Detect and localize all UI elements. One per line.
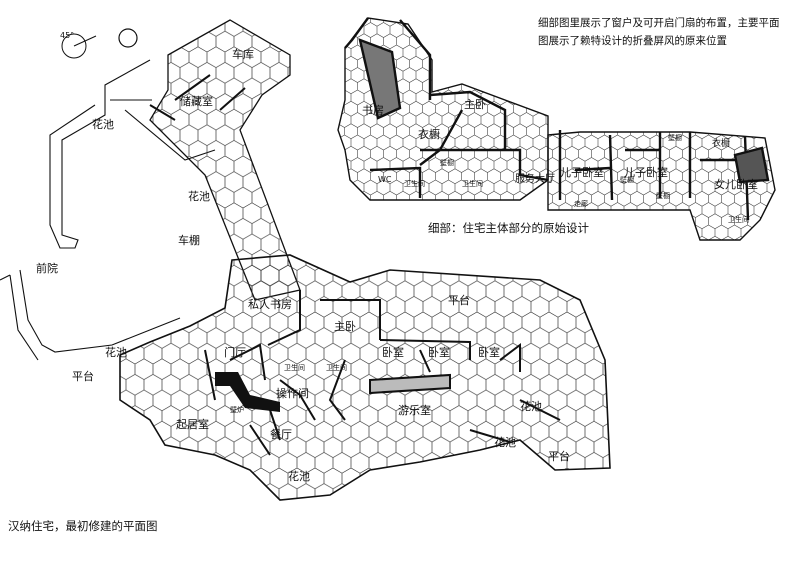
detail-label-cabinet-3: 壁橱 — [656, 191, 670, 200]
detail-label-cabinet-4: 壁橱 — [620, 175, 634, 184]
detail-label-bathroom-3: 卫生间 — [728, 215, 749, 224]
detail-label-daughter-bedroom: 女儿卧室 — [714, 177, 758, 191]
room-label-living-room: 起居室 — [176, 417, 209, 431]
room-label-foyer: 门厅 — [224, 345, 246, 359]
note-caption: 细部图里展示了窗户及可开启门扇的布置，主要平面图展示了赖特设计的折叠屏风的原来位… — [538, 17, 780, 47]
room-label-planter-6: 花池 — [288, 470, 310, 483]
fireplace-mass — [215, 372, 280, 412]
detail-label-closet-1: 衣橱 — [418, 127, 440, 141]
detail-label-son-bedroom-1: 儿子卧室 — [560, 165, 604, 179]
room-label-bathroom-1: 卫生间 — [284, 363, 305, 372]
detail-label-bathroom-2: 卫生间 — [462, 179, 483, 188]
room-label-dining-room: 餐厅 — [270, 427, 292, 441]
room-label-carport: 车棚 — [178, 233, 200, 247]
room-label-garage: 车库 — [232, 47, 254, 61]
room-label-bedroom-3: 卧室 — [478, 345, 500, 359]
room-label-bedroom-1: 卧室 — [382, 345, 404, 359]
main-plan-labels: 车库 储藏室 花池 花池 车棚 前院 平台 花池 私人书房 主卧 门厅 卫生间 … — [36, 47, 570, 483]
detail-label-study: 书房 — [362, 104, 384, 117]
room-label-terrace-1: 平台 — [72, 369, 94, 383]
room-label-bathroom-2: 卫生间 — [326, 363, 347, 372]
room-label-terrace-3: 平台 — [548, 449, 570, 463]
room-label-playroom: 游乐室 — [398, 403, 431, 417]
figure-caption: 汉纳住宅，最初修建的平面图 — [8, 519, 158, 533]
room-label-workspace: 操作间 — [276, 386, 309, 400]
main-house-body — [119, 254, 611, 501]
room-label-fireplace: 壁炉 — [230, 405, 244, 414]
room-label-study: 私人书房 — [248, 298, 292, 311]
detail-label-cabinet-2: 壁橱 — [668, 133, 682, 142]
north-arrow-icon — [61, 28, 138, 59]
detail-label-master-bedroom: 主卧 — [464, 98, 486, 111]
detail-label-son-bedroom-2: 儿子卧室 — [624, 165, 668, 179]
detail-label-closet-2: 衣橱 — [712, 137, 730, 149]
detail-label-wc: WC — [378, 175, 392, 184]
detail-label-cabinet-1: 壁橱 — [440, 158, 454, 167]
detail-label-corridor: 走廊 — [574, 199, 588, 208]
room-label-storage: 储藏室 — [180, 94, 213, 108]
room-label-front-yard: 前院 — [36, 261, 58, 275]
room-label-planter-4: 花池 — [520, 400, 542, 413]
detail-label-bathroom-1: 卫生间 — [404, 179, 425, 188]
room-label-planter-5: 花池 — [494, 436, 516, 449]
room-label-planter-1: 花池 — [92, 118, 114, 131]
detail-caption: 细部：住宅主体部分的原始设计 — [428, 221, 589, 235]
room-label-planter-2: 花池 — [188, 190, 210, 203]
detail-walls — [344, 17, 770, 221]
room-label-terrace-2: 平台 — [448, 293, 470, 307]
main-plan: 45° 车库 储藏室 — [0, 19, 611, 501]
detail-plan: 书房 主卧 衣橱 壁橱 WC 卫生间 卫生间 服务大厅 儿子卧室 儿子卧室 壁橱… — [337, 17, 776, 241]
detail-label-service-hall: 服务大厅 — [515, 172, 555, 185]
room-label-master-bedroom: 主卧 — [334, 320, 356, 333]
compass-angle: 45° — [60, 31, 74, 40]
detail-plan-labels: 书房 主卧 衣橱 壁橱 WC 卫生间 卫生间 服务大厅 儿子卧室 儿子卧室 壁橱… — [362, 98, 758, 224]
room-label-bedroom-2: 卧室 — [428, 345, 450, 359]
room-label-planter-3: 花池 — [105, 346, 127, 359]
front-yard-outline — [0, 59, 216, 361]
main-walls — [149, 74, 561, 456]
